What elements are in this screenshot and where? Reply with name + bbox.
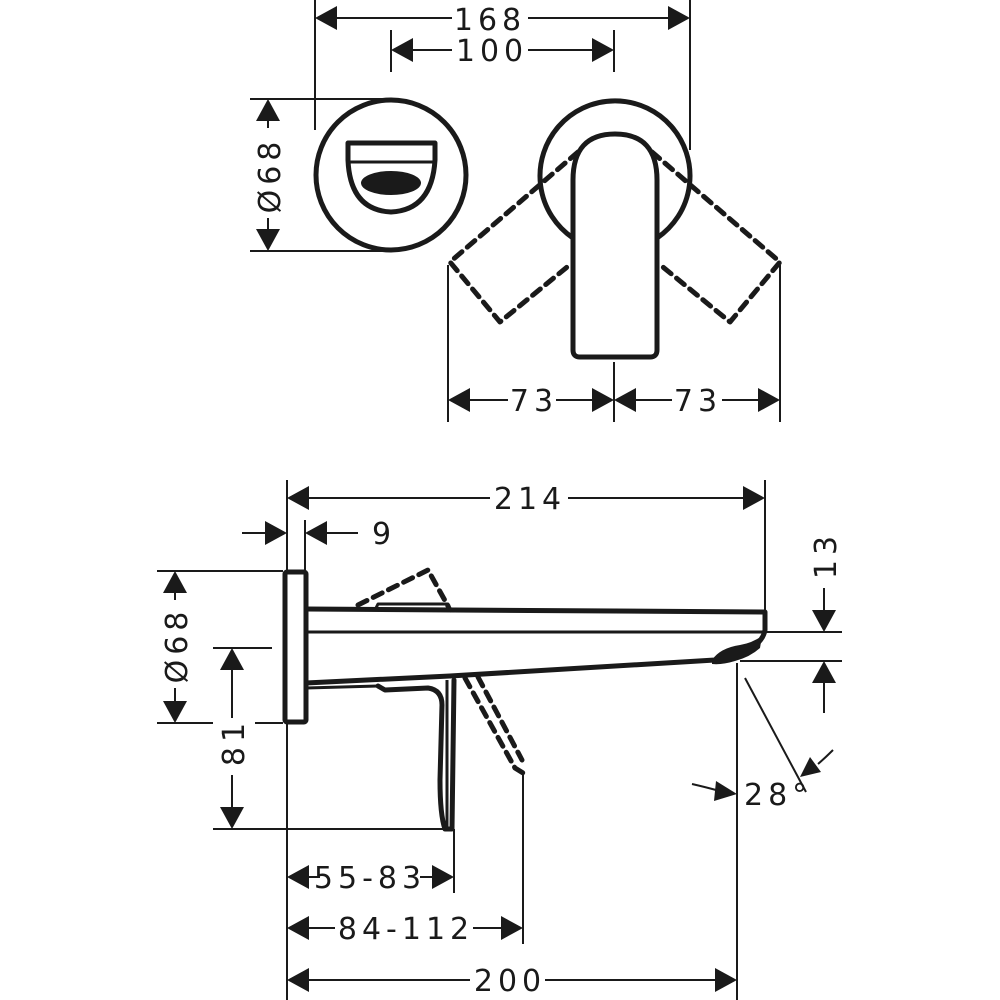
dimension-outlet-height: 13 (740, 531, 844, 713)
aerator-icon (712, 636, 762, 665)
dim-label-diameter-68-side: Ø68 (160, 607, 195, 684)
dim-label-73-right: 73 (674, 384, 722, 419)
front-view: 168 100 Ø68 (250, 0, 783, 422)
dimension-lever-swing-reach: 84-112 (287, 775, 524, 947)
dim-label-200: 200 (474, 964, 546, 999)
dim-label-214: 214 (494, 482, 566, 517)
dimension-rosette-thickness: 9 (242, 517, 396, 570)
dimension-center-to-lever: 81 (213, 647, 445, 830)
side-view: 214 9 Ø68 (157, 480, 844, 1000)
dimension-rosette-diameter-side: Ø68 (157, 570, 283, 724)
dimension-overall-width: 168 (314, 0, 691, 150)
spout (303, 606, 768, 690)
dim-label-28-degrees: 28° (744, 778, 812, 813)
dimension-spout-projection: 200 (287, 964, 737, 999)
dimension-lever-swing: 73 73 (447, 265, 781, 422)
dim-label-73-left: 73 (510, 384, 558, 419)
dimension-lever-reach: 55-83 (286, 723, 455, 1000)
dimension-spray-angle: 28° (691, 663, 834, 1000)
dim-label-84-112: 84-112 (338, 912, 474, 947)
diverter-knob-icon (361, 171, 421, 195)
dim-label-100: 100 (456, 34, 528, 69)
lever-rosette (447, 98, 783, 360)
dim-label-55-83: 55-83 (314, 861, 426, 896)
dim-label-81: 81 (217, 718, 252, 766)
dimension-rosette-spacing: 100 (390, 30, 615, 72)
lever-handle-front (570, 131, 660, 360)
lever-swing-dashed-1 (462, 675, 526, 776)
dimension-rosette-diameter-front: Ø68 (250, 98, 390, 252)
lever-swing-dashed-2 (475, 674, 525, 763)
lever-handle-side (375, 677, 457, 832)
lever-top-swing-dashed (355, 567, 451, 609)
diverter-rosette (313, 97, 469, 253)
dim-label-168: 168 (454, 3, 526, 38)
wall-rosette (282, 569, 309, 725)
dim-label-diameter-68-front: Ø68 (253, 137, 288, 214)
dimension-total-depth: 214 (286, 480, 766, 612)
dim-label-13: 13 (809, 531, 844, 579)
dim-label-9: 9 (372, 517, 396, 552)
